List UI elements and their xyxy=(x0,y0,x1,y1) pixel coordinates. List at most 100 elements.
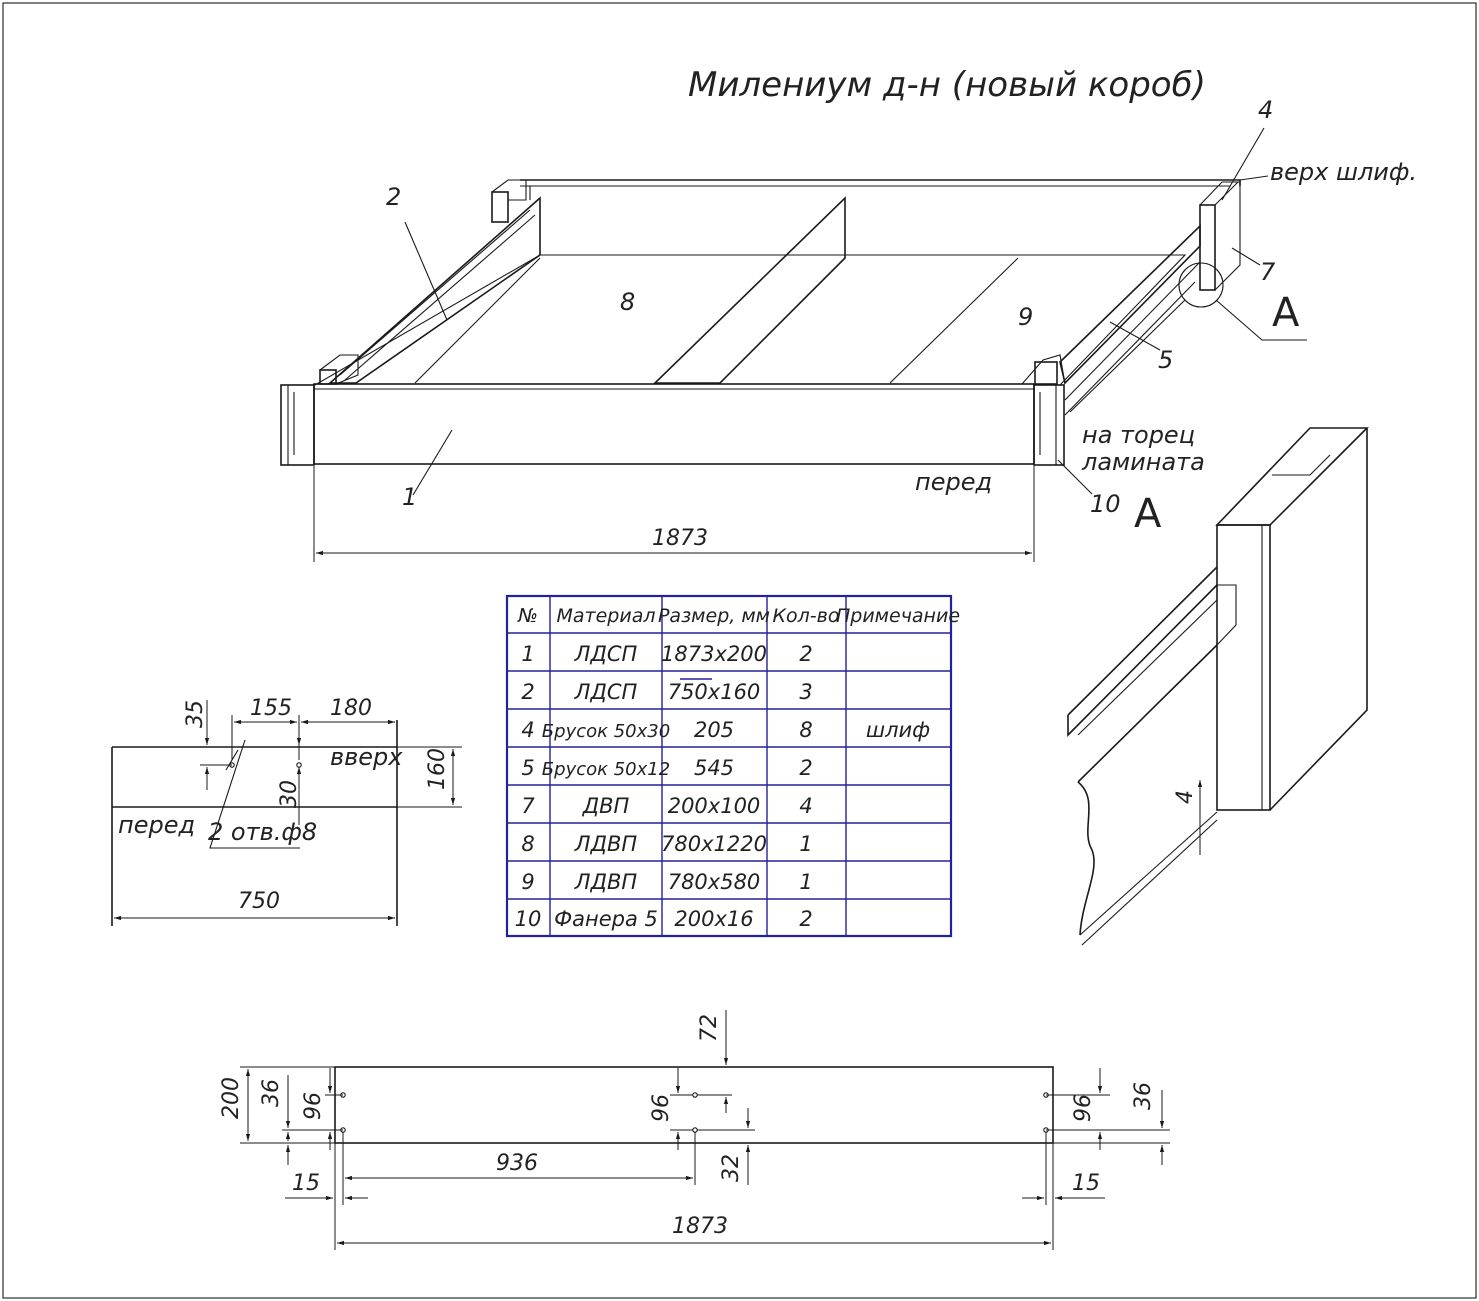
table-cell: 3 xyxy=(799,680,812,704)
table-row: 4 Брусок 50х30 205 8 шлиф xyxy=(521,718,930,742)
table-cell: 9 xyxy=(521,870,534,894)
table-cell: 205 xyxy=(694,718,734,742)
table-cell: Брусок 50х30 xyxy=(542,721,670,742)
table-cell: 1873х200 xyxy=(661,642,767,666)
corner-block-front-left xyxy=(319,369,337,385)
table-cell: ЛДВП xyxy=(574,870,638,894)
table-cell: 1 xyxy=(799,870,812,894)
table-cell: ДВП xyxy=(582,794,630,818)
note-top-sanded: верх шлиф. xyxy=(1270,158,1417,186)
parts-table: № Материал Размер, мм Кол-во Примечание … xyxy=(505,594,960,938)
assembly-length-dim: 1873 xyxy=(652,526,708,551)
table-header-material: Материал xyxy=(557,605,656,627)
table-cell: 5 xyxy=(521,756,534,780)
table-cell: 200х16 xyxy=(674,907,753,931)
end-plate-left xyxy=(280,384,315,466)
callout-9: 9 xyxy=(1018,303,1033,331)
callout-5: 5 xyxy=(1158,346,1173,374)
table-cell: 7 xyxy=(521,794,535,818)
side-label-up: вверх xyxy=(330,743,403,771)
table-cell: 780х1220 xyxy=(661,832,767,856)
table-cell: 780х580 xyxy=(668,870,761,894)
table-header-note: Примечание xyxy=(836,605,960,627)
side-dim-35: 35 xyxy=(183,700,208,728)
front-dim-936: 936 xyxy=(496,1151,538,1176)
callout-2: 2 xyxy=(386,183,401,211)
callout-10: 10 xyxy=(1090,490,1121,518)
table-row: 1 ЛДСП 1873х200 2 xyxy=(521,642,812,666)
front-dim-96-right: 96 xyxy=(1071,1094,1096,1122)
detail-a-view: A 4 xyxy=(1067,427,1369,946)
corner-block-back-left xyxy=(491,191,509,223)
table-cell: Брусок 50х12 xyxy=(542,759,670,780)
side-dim-30: 30 xyxy=(277,780,302,808)
table-header-qty: Кол-во xyxy=(773,605,840,627)
front-dim-1873: 1873 xyxy=(672,1214,728,1239)
front-dim-36-right: 36 xyxy=(1131,1082,1156,1110)
detail-circle xyxy=(1178,262,1224,308)
corner-block-back-right xyxy=(1199,204,1216,291)
table-cell: 1 xyxy=(521,642,534,666)
detail-ref-label: A xyxy=(1272,290,1300,336)
table-cell: 4 xyxy=(521,718,534,742)
table-cell: 8 xyxy=(799,718,812,742)
side-dim-180: 180 xyxy=(330,696,372,721)
table-header-no: № xyxy=(517,605,538,627)
front-dim-200: 200 xyxy=(219,1077,244,1119)
table-row: 8 ЛДВП 780х1220 1 xyxy=(521,832,812,856)
table-cell: 750х160 xyxy=(668,680,761,704)
table-cell: 1 xyxy=(799,832,812,856)
table-row: 9 ЛДВП 780х580 1 xyxy=(521,870,812,894)
drawing-title: Милениум д-н (новый короб) xyxy=(688,65,1206,105)
table-header-size: Размер, мм xyxy=(658,605,770,627)
table-cell: 2 xyxy=(799,907,812,931)
detail-a-gap-dim: 4 xyxy=(1173,790,1198,804)
table-cell: 2 xyxy=(521,680,534,704)
assembly-view: A 2 1 8 9 4 7 5 10 верх шлиф. на торец л… xyxy=(280,96,1417,562)
table-cell: ЛДСП xyxy=(574,680,638,704)
table-row: 10 Фанера 5 200х16 2 xyxy=(515,907,813,931)
table-cell: 8 xyxy=(521,832,534,856)
corner-block-front-right xyxy=(1034,361,1058,385)
table-cell: 200х100 xyxy=(668,794,761,818)
detail-a-label: A xyxy=(1134,491,1162,537)
table-cell: 545 xyxy=(694,756,734,780)
left-side-wall xyxy=(327,196,541,384)
table-cell: ЛДВП xyxy=(574,832,638,856)
note-end-face-1: на торец xyxy=(1082,421,1195,449)
note-end-face-2: ламината xyxy=(1081,448,1205,476)
table-row: 2 ЛДСП 750х160 3 xyxy=(521,678,813,704)
front-dim-36-left: 36 xyxy=(259,1079,284,1107)
callout-1: 1 xyxy=(402,483,417,511)
front-dim-32: 32 xyxy=(719,1154,744,1182)
front-dim-96-left: 96 xyxy=(301,1092,326,1120)
callout-7: 7 xyxy=(1260,258,1276,286)
table-cell: 10 xyxy=(515,907,542,931)
note-front: перед xyxy=(915,468,992,496)
front-dim-96-mid: 96 xyxy=(649,1094,674,1122)
table-row: 5 Брусок 50х12 545 2 xyxy=(521,756,812,780)
side-dim-155: 155 xyxy=(250,696,292,721)
front-board xyxy=(313,383,1035,465)
front-panel-view: 200 36 96 72 96 32 936 xyxy=(219,1010,1170,1250)
end-plate-right xyxy=(1033,384,1065,466)
table-header-row: № Материал Размер, мм Кол-во Примечание xyxy=(517,605,960,627)
right-side-wall xyxy=(1059,224,1201,385)
callout-4: 4 xyxy=(1258,96,1273,124)
side-dim-750: 750 xyxy=(238,889,280,914)
side-panel-view: 155 180 35 30 160 750 2 отв.ф8 вверх пер… xyxy=(111,696,462,926)
front-dim-15-right: 15 xyxy=(1072,1171,1100,1196)
side-label-holes: 2 отв.ф8 xyxy=(208,818,317,846)
table-cell: 2 xyxy=(799,642,812,666)
table-cell: 2 xyxy=(799,756,812,780)
table-cell: шлиф xyxy=(866,718,930,742)
table-cell: Фанера 5 xyxy=(554,907,658,931)
front-dim-72: 72 xyxy=(697,1014,722,1042)
table-cell: 4 xyxy=(799,794,812,818)
side-dim-160: 160 xyxy=(425,748,450,790)
front-dim-15-left: 15 xyxy=(292,1171,320,1196)
callout-8: 8 xyxy=(620,288,635,316)
table-row: 7 ДВП 200х100 4 xyxy=(521,794,812,818)
